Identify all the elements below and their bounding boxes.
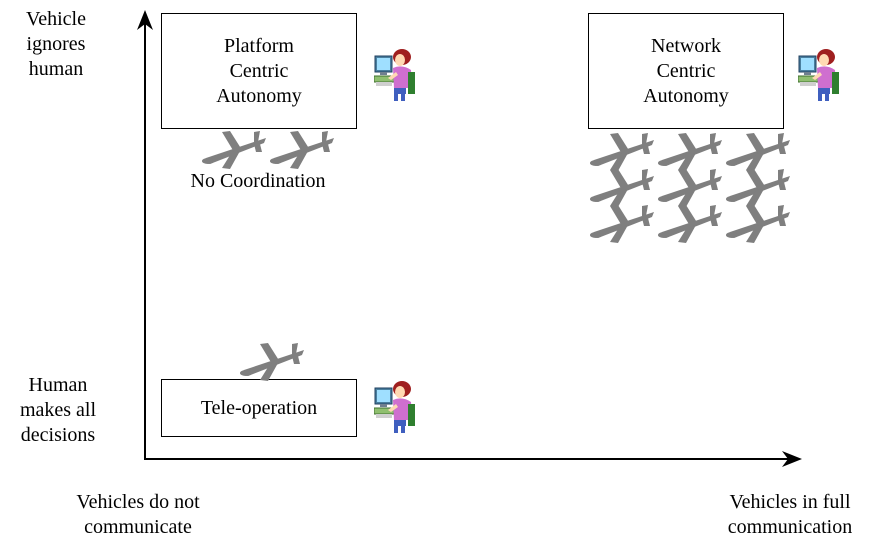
x-right-line-1: Vehicles in full (729, 491, 851, 513)
y-top-line-2: ignores (26, 33, 86, 55)
y-top-line-3: human (28, 58, 84, 80)
platform-line-3: Autonomy (216, 84, 302, 107)
y-top-line-1: Vehicle (26, 8, 86, 30)
operator-at-computer-icon (798, 48, 840, 102)
platform-centric-autonomy-box: Platform Centric Autonomy (161, 13, 357, 129)
x-right-line-2: communication (727, 516, 853, 538)
uav-aircraft-icon (724, 202, 792, 244)
network-centric-autonomy-box: Network Centric Autonomy (588, 13, 784, 129)
operator-at-computer-icon (374, 380, 416, 434)
tele-operation-box: Tele-operation (161, 379, 357, 437)
x-axis-arrowhead (782, 451, 802, 467)
teleop-line-1: Tele-operation (200, 396, 318, 419)
x-axis-left-label: Vehicles do not communicate (48, 490, 228, 540)
x-left-line-1: Vehicles do not (76, 491, 200, 513)
no-coordination-caption: No Coordination (190, 170, 326, 192)
network-line-3: Autonomy (643, 84, 729, 107)
platform-line-2: Centric (229, 59, 289, 82)
uav-aircraft-icon (238, 340, 306, 382)
y-axis-top-label: Vehicle ignores human (0, 7, 112, 82)
platform-line-1: Platform (224, 34, 294, 57)
uav-aircraft-icon (588, 202, 656, 244)
operator-at-computer-icon (374, 48, 416, 102)
y-bottom-line-1: Human (28, 374, 88, 396)
network-line-2: Centric (656, 59, 716, 82)
y-bottom-line-2: makes all (19, 399, 97, 421)
y-bottom-line-3: decisions (20, 424, 96, 446)
x-left-line-2: communicate (84, 516, 192, 538)
uav-aircraft-icon (268, 128, 336, 170)
uav-aircraft-icon (656, 202, 724, 244)
uav-aircraft-icon (200, 128, 268, 170)
x-axis-right-label: Vehicles in full communication (700, 490, 880, 540)
y-axis-arrowhead (137, 10, 153, 30)
network-line-1: Network (651, 34, 721, 57)
y-axis-bottom-label: Human makes all decisions (0, 373, 116, 448)
